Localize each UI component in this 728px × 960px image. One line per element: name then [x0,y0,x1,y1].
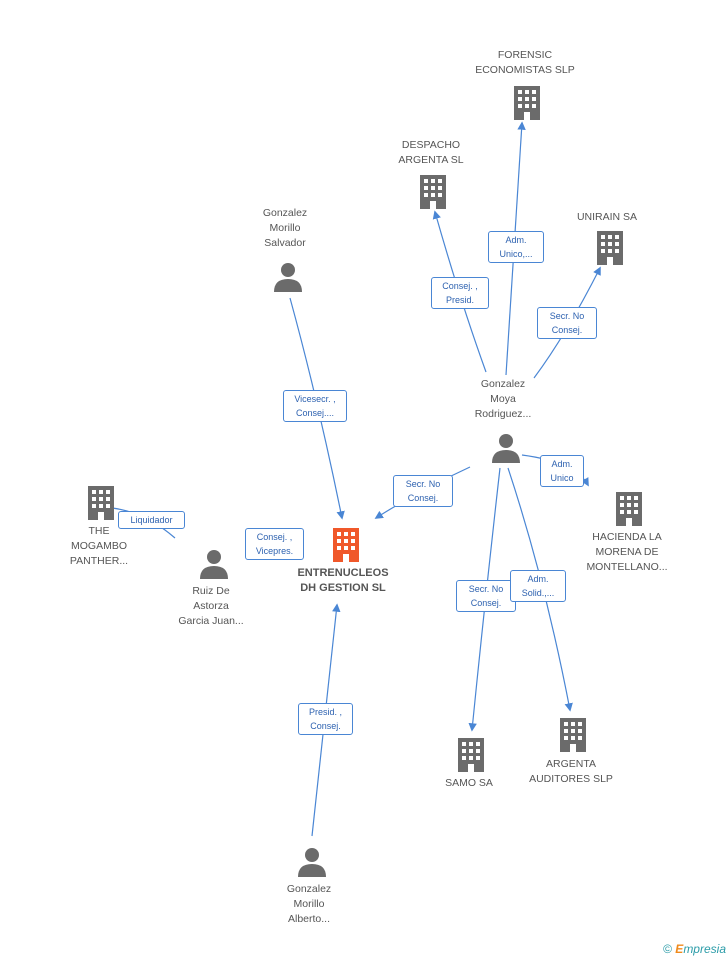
person-icon[interactable] [297,847,327,877]
edge-label[interactable]: Adm. Unico [540,455,584,487]
edge-label[interactable]: Consej. , Vicepres. [245,528,304,560]
node-label-samo[interactable]: SAMO SA [445,777,493,789]
building-icon[interactable] [594,231,626,265]
building-icon-main[interactable] [330,528,362,562]
node-label-despacho[interactable]: DESPACHO ARGENTA SL [398,139,464,166]
person-icon[interactable] [273,262,303,292]
node-label-unirain[interactable]: UNIRAIN SA [576,211,638,223]
node-label-forensic[interactable]: FORENSIC ECONOMISTAS SLP [475,49,575,76]
edge-label[interactable]: Secr. No Consej. [456,580,516,612]
edge-label[interactable]: Vicesecr. , Consej.... [283,390,347,422]
person-icon[interactable] [491,433,521,463]
edge-label[interactable]: Adm. Solid.,... [510,570,566,602]
building-icon[interactable] [613,492,645,526]
node-label-center[interactable]: ENTRENUCLEOS DH GESTION SL [297,567,389,594]
node-label-ruiz[interactable]: Ruiz De Astorza Garcia Juan... [178,585,244,627]
edge-label[interactable]: Secr. No Consej. [393,475,453,507]
edge-label[interactable]: Presid. , Consej. [298,703,353,735]
node-label-hacienda[interactable]: HACIENDA LA MORENA DE MONTELLANO... [586,531,668,573]
building-icon[interactable] [557,718,589,752]
node-label-gma[interactable]: Gonzalez Morillo Alberto... [286,883,332,925]
building-icon[interactable] [455,738,487,772]
brand-letter: E [675,942,684,956]
brand-name: mpresia [683,942,726,956]
node-label-gms[interactable]: Gonzalez Morillo Salvador [262,207,308,249]
footer-brand: © Empresia [663,942,726,956]
edge-label[interactable]: Liquidador [118,511,185,529]
node-label-argaud[interactable]: ARGENTA AUDITORES SLP [529,758,613,785]
copyright-icon: © [663,942,672,956]
person-icon[interactable] [199,549,229,579]
node-label-mogambo[interactable]: THE MOGAMBO PANTHER... [69,525,129,567]
edge-label[interactable]: Consej. , Presid. [431,277,489,309]
building-icon[interactable] [417,175,449,209]
building-icon[interactable] [85,486,117,520]
edge-label[interactable]: Adm. Unico,... [488,231,544,263]
edge-label[interactable]: Secr. No Consej. [537,307,597,339]
building-icon[interactable] [511,86,543,120]
node-label-gmr[interactable]: Gonzalez Moya Rodriguez... [474,378,532,420]
